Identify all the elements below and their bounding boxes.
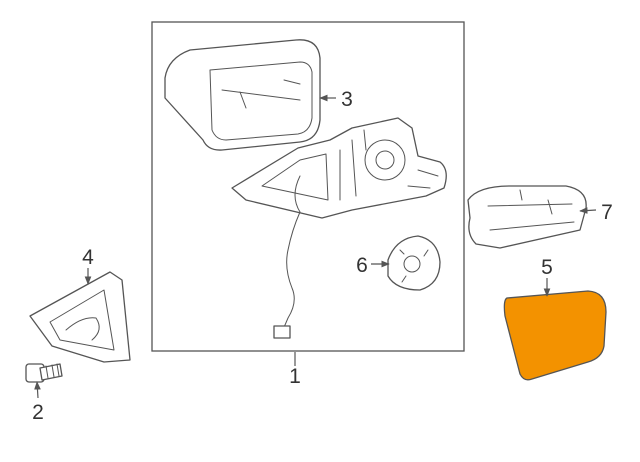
mirror-housing-part-1[interactable] [231,117,447,219]
mirror-cover-part-3[interactable] [164,39,321,151]
callout-4: 4 [82,246,94,269]
lower-cover-part-7[interactable] [467,185,587,249]
wiring-harness [273,211,301,339]
screw-part-2[interactable] [25,363,63,383]
callout-5: 5 [541,256,553,279]
motor-plate-part-6[interactable] [387,235,441,291]
leader-line-7 [579,207,597,214]
triangle-trim-part-4[interactable] [29,271,131,363]
callout-3: 3 [341,88,353,111]
leader-line-2 [34,381,41,399]
callout-6: 6 [356,254,368,277]
mirror-glass-part-5[interactable] [503,290,607,381]
callout-7: 7 [601,201,613,224]
callout-2: 2 [32,401,44,424]
assembly-frame [151,21,465,352]
callout-1: 1 [289,365,301,388]
